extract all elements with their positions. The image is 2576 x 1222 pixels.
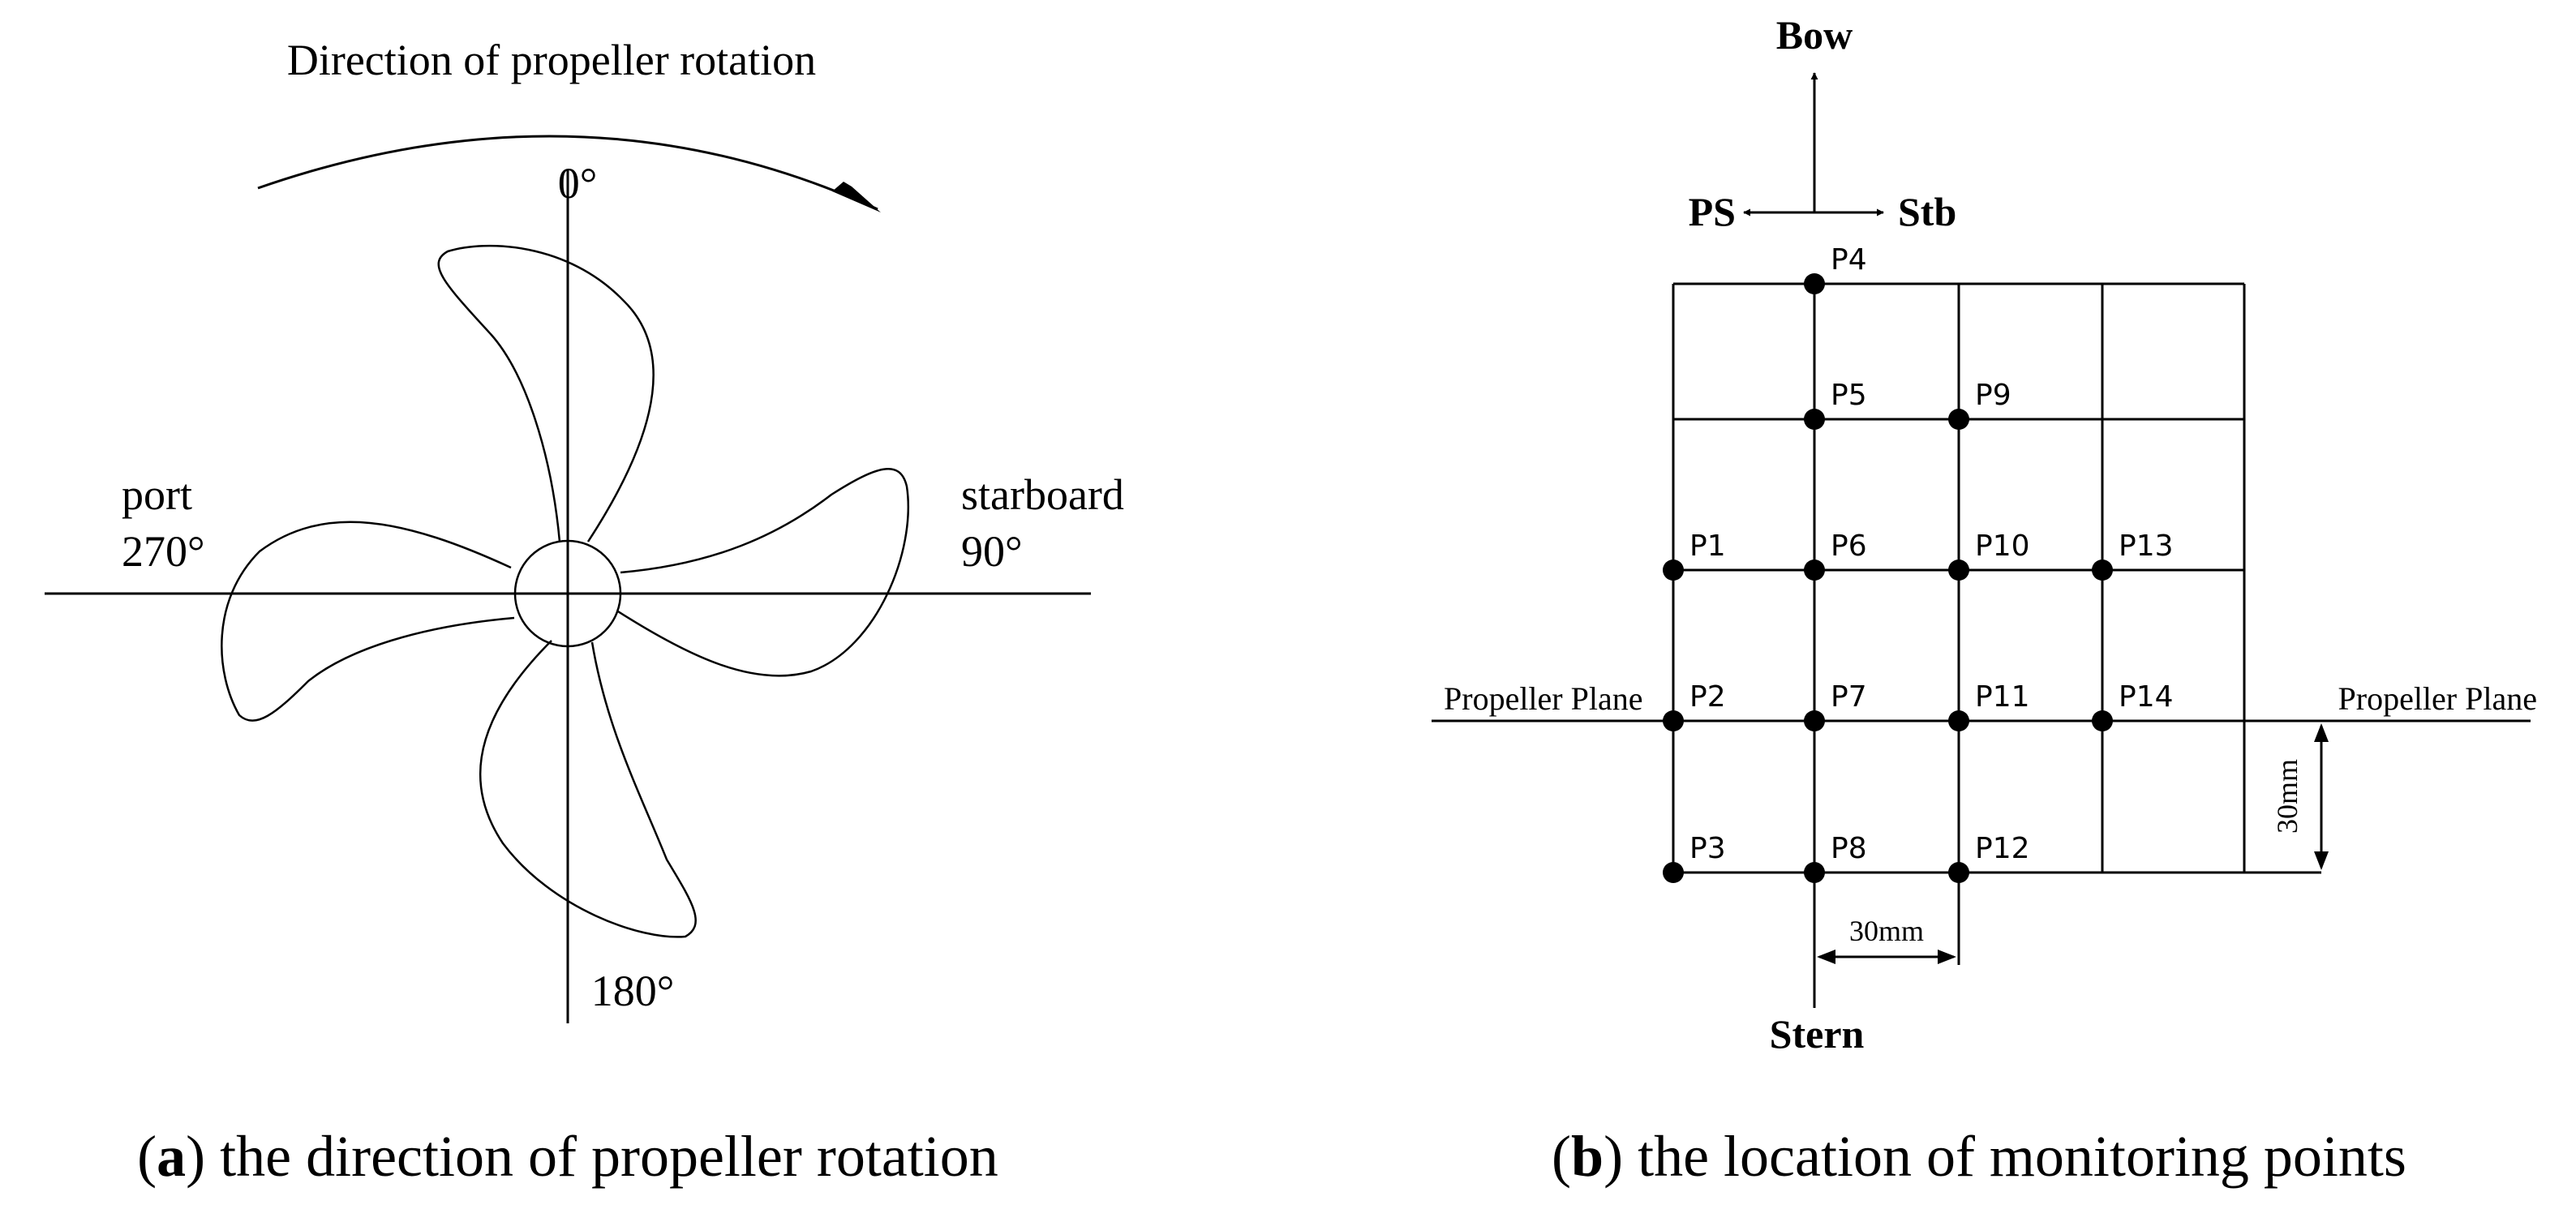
propeller-plane-label-right: Propeller Plane [2338,680,2538,717]
monitoring-point-label: P12 [1975,832,2030,865]
rotation-title: Direction of propeller rotation [287,36,816,84]
rotation-arrow-icon [257,135,878,211]
monitoring-point-label: P2 [1689,680,1726,714]
angle-90-label: 90° [961,527,1023,576]
monitoring-point-p4 [1804,273,1825,294]
monitoring-point-p13 [2092,560,2113,581]
rotation-arrowhead-icon [832,182,881,212]
monitoring-point-label: P1 [1689,530,1726,563]
panel-b: Bow PS Stb Propeller Plane Propeller Pla… [1432,12,2537,1189]
propeller-icon [221,244,909,938]
starboard-label: starboard [961,470,1124,519]
angle-0-label: 0° [558,159,598,208]
monitoring-point-p11 [1948,710,1969,731]
monitoring-point-p10 [1948,560,1969,581]
monitoring-point-p7 [1804,710,1825,731]
monitoring-point-label: P13 [2119,530,2174,563]
monitoring-point-p1 [1663,560,1684,581]
monitoring-point-label: P10 [1975,530,2030,563]
monitoring-point-p9 [1948,409,1969,430]
caption-a: (a) the direction of propeller rotation [137,1124,998,1189]
monitoring-point-label: P6 [1831,530,1867,563]
monitoring-point-label: P5 [1831,379,1867,412]
monitoring-point-p14 [2092,710,2113,731]
vertical-spacing-label: 30mm [2271,759,2303,834]
caption-b: (b) the location of monitoring points [1552,1124,2406,1189]
monitoring-point-label: P14 [2119,680,2174,714]
monitoring-point-label: P11 [1975,680,2030,714]
monitoring-point-label: P8 [1831,832,1867,865]
propeller-plane-label-left: Propeller Plane [1444,680,1643,717]
monitoring-point-label: P3 [1689,832,1726,865]
stb-label: Stb [1898,189,1956,234]
monitoring-point-p8 [1804,862,1825,883]
monitoring-point-p5 [1804,409,1825,430]
ps-label: PS [1689,189,1736,234]
monitoring-point-label: P9 [1975,379,2011,412]
bow-label: Bow [1776,12,1853,58]
monitoring-point-label: P4 [1831,243,1867,277]
monitoring-point-p2 [1663,710,1684,731]
monitoring-point-p3 [1663,862,1684,883]
horizontal-spacing-label: 30mm [1849,915,1924,947]
monitoring-point-p12 [1948,862,1969,883]
panel-a: Direction of propeller rotation 0° 90° 1… [45,36,1124,1189]
angle-270-label: 270° [122,527,205,576]
monitoring-point-p6 [1804,560,1825,581]
monitoring-point-label: P7 [1831,680,1867,714]
stern-label: Stern [1770,1011,1865,1057]
angle-180-label: 180° [591,967,675,1015]
port-label: port [122,470,192,519]
propeller-hub [513,539,622,648]
